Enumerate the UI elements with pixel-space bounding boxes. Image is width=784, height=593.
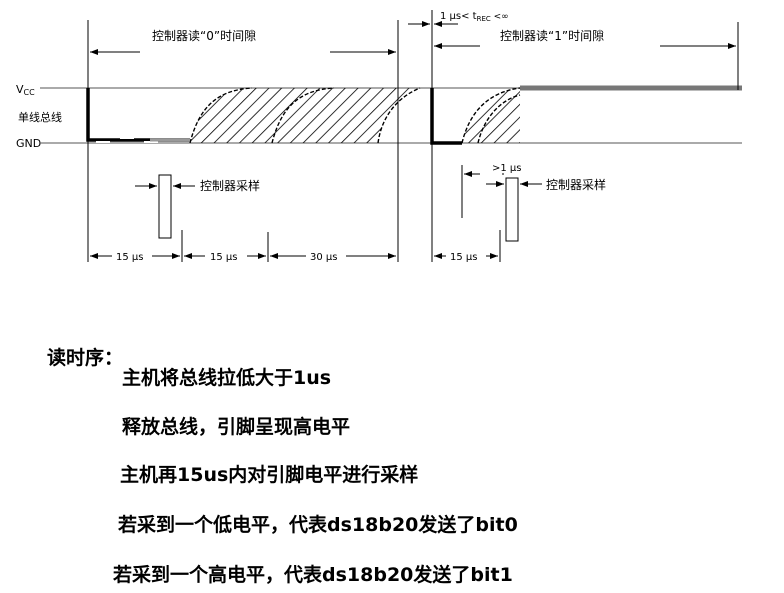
read0-waveform [86, 88, 190, 142]
read0-hatched-region [190, 88, 420, 143]
read0-rise-curve-1 [189, 87, 253, 144]
dim-15us-c-gap [446, 249, 486, 262]
read1-rise-curve-inner [477, 94, 521, 144]
note-line-5: 若采到一个高电平，代表ds18b20发送了bit1 [113, 564, 513, 586]
bus-label: 单线总线 [18, 110, 62, 124]
dim-15us-a-gap [112, 249, 152, 262]
read0-sample-window [158, 174, 172, 239]
read0-slot-label: 控制器读“0”时间隙 [152, 29, 256, 43]
dim-15us-c-label: 15 µs [450, 252, 477, 263]
notes-heading: 读时序： [47, 347, 124, 369]
read1-sample-window [505, 177, 519, 242]
read0-rise-curve-2 [271, 87, 335, 144]
read1-sample-label: 控制器采样 [546, 177, 606, 192]
note-line-2: 释放总线，引脚呈现高电平 [122, 416, 351, 438]
trec-label: 1 µs< tREC <∞ [440, 11, 509, 23]
dim-15us-b-label: 15 µs [210, 252, 237, 263]
dim-30us-label: 30 µs [310, 252, 337, 263]
read0-sample-label: 控制器采样 [200, 178, 260, 193]
read1-waveform [430, 88, 462, 145]
vcc-label: VCC [16, 83, 35, 97]
dim-15us-a-label: 15 µs [116, 252, 143, 263]
gnd-label: GND [16, 137, 41, 150]
note-line-1: 主机将总线拉低大于1us [122, 367, 332, 389]
read-timing-diagram: VCC 单线总线 GND 控制器读“0”时间隙 1 µs< tREC <∞ 控制… [16, 10, 742, 263]
note-line-3: 主机再15us内对引脚电平进行采样 [120, 464, 419, 486]
gt1us-label: >1 µs [492, 163, 522, 174]
note-line-4: 若采到一个低电平，代表ds18b20发送了bit0 [118, 514, 518, 536]
dim-30us-gap [306, 249, 346, 262]
read1-rise-curve-outer [461, 87, 521, 144]
read1-slot-label: 控制器读“1”时间隙 [500, 29, 604, 43]
read0-low-dashes [96, 137, 158, 143]
read0-fall-curve [377, 87, 421, 144]
dim-15us-b-gap [205, 249, 247, 262]
